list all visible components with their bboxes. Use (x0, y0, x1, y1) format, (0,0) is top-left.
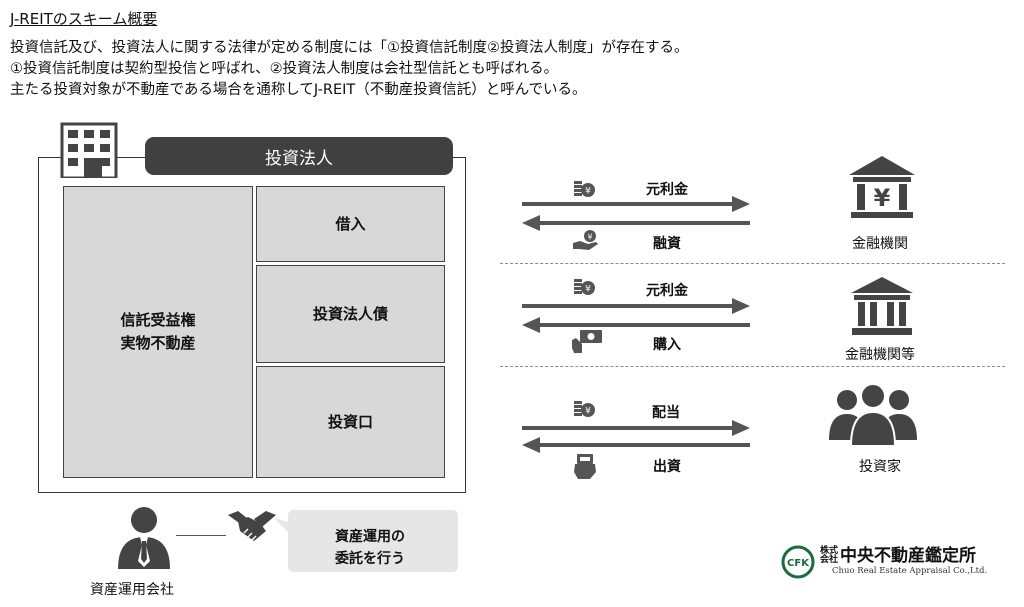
hand-money-icon (574, 454, 596, 479)
arrow-right-1 (522, 196, 750, 212)
coins-yen-icon: ¥ (574, 401, 595, 417)
company-name: 株式会社中央不動産鑑定所 (820, 541, 976, 566)
hand-coin-icon: ¥ (573, 230, 598, 250)
party-label-2: 金融機関等 (845, 347, 915, 363)
divider-1 (500, 263, 1005, 264)
callout-bubble (274, 510, 458, 572)
flow-1-in-label: 融資 (653, 236, 681, 252)
company-name-text: 中央不動産鑑定所 (840, 546, 977, 566)
assets-box: 信託受益権 実物不動産 (63, 186, 253, 478)
company-english-name: Chuo Real Estate Appraisal Co.,Ltd. (832, 566, 988, 576)
svg-text:¥: ¥ (585, 285, 591, 295)
callout-text: 資産運用の 委託を行う (295, 526, 445, 570)
flow-1-out-label: 元利金 (646, 182, 688, 198)
institution-icon (851, 277, 913, 335)
coins-yen-icon: ¥ (574, 279, 595, 295)
hand-bill-icon (572, 330, 602, 353)
coins-yen-icon: ¥ (574, 181, 595, 197)
businessperson-icon (118, 507, 170, 569)
callout-line-1: 資産運用の (335, 529, 405, 545)
units-box: 投資口 (256, 366, 445, 478)
flow-3-in-label: 出資 (653, 459, 681, 475)
arrow-right-2 (522, 298, 750, 314)
arrow-left-2 (522, 317, 750, 333)
bonds-box: 投資法人債 (256, 265, 445, 363)
investment-corporation-header: 投資法人 (145, 137, 453, 175)
assets-line-1: 信託受益権 (120, 311, 196, 329)
svg-text:CFK: CFK (787, 558, 810, 569)
svg-text:¥: ¥ (585, 187, 591, 197)
arrow-left-1 (522, 215, 750, 231)
arrow-right-3 (522, 420, 750, 436)
borrowing-box: 借入 (256, 186, 445, 262)
intro-line-1: 投資信託及び、投資法人に関する法律が定める制度には「①投資信託制度②投資法人制度… (10, 40, 689, 56)
flow-3-out-label: 配当 (652, 405, 680, 421)
connector-line (176, 535, 226, 536)
party-label-1: 金融機関 (852, 236, 908, 252)
svg-text:¥: ¥ (874, 184, 891, 212)
divider-2 (500, 366, 1005, 367)
flow-2-out-label: 元利金 (646, 283, 688, 299)
investors-group-icon (829, 383, 917, 447)
svg-text:¥: ¥ (587, 233, 592, 242)
callout-line-2: 委託を行う (335, 551, 405, 567)
intro-line-3: 主たる投資対象が不動産である場合を通称してJ-REIT（不動産投資信託）と呼んで… (10, 82, 587, 98)
flow-2-in-label: 購入 (653, 337, 681, 353)
building-icon (60, 122, 118, 178)
kabushiki-kaisha: 株式会社 (820, 546, 839, 565)
svg-text:¥: ¥ (585, 407, 591, 417)
intro-line-2: ①投資信託制度は契約型投信と呼ばれ、②投資法人制度は会社型信託とも呼ばれる。 (10, 61, 559, 77)
intro-text: 投資信託及び、投資法人に関する法律が定める制度には「①投資信託制度②投資法人制度… (10, 38, 689, 101)
asset-manager-label: 資産運用会社 (90, 582, 174, 598)
assets-line-2: 実物不動産 (120, 334, 196, 352)
handshake-icon (228, 511, 276, 541)
cfk-logo-icon: CFK (781, 545, 815, 579)
party-label-3: 投資家 (859, 459, 901, 475)
page-title: J-REITのスキーム概要 (10, 10, 158, 28)
bank-yen-icon: ¥ (849, 156, 915, 218)
arrow-left-3 (522, 437, 750, 453)
